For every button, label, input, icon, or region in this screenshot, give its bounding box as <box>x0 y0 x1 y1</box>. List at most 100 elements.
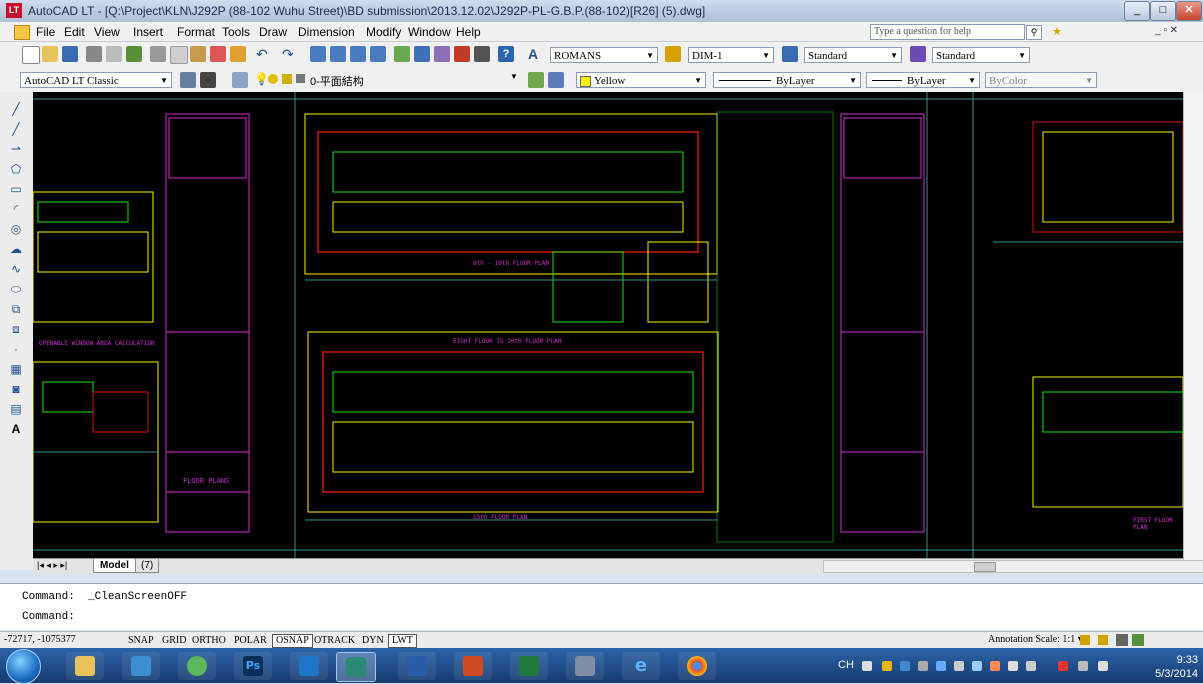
layer-manager-icon[interactable] <box>232 72 248 88</box>
status-grid-toggle[interactable]: GRID <box>162 635 187 646</box>
menu-file[interactable]: File <box>36 25 56 39</box>
region-icon[interactable]: ◙ <box>12 382 20 396</box>
menu-tools[interactable]: Tools <box>222 25 251 39</box>
autocad-app-icon[interactable]: LT <box>6 3 22 18</box>
lineweight-select[interactable]: ByLayer▼ <box>866 72 980 88</box>
hatch-icon[interactable]: ▦ <box>10 362 22 376</box>
layer-freeze-sun-icon[interactable] <box>268 74 278 84</box>
insert-block-icon[interactable]: ⧉ <box>11 302 21 316</box>
status-otrack-toggle[interactable]: OTRACK <box>314 635 356 646</box>
keyboard-icon[interactable] <box>862 661 872 671</box>
document-icon[interactable] <box>14 25 30 40</box>
menu-edit[interactable]: Edit <box>64 25 85 39</box>
make-block-icon[interactable]: ⧈ <box>12 322 20 336</box>
status-ortho-toggle[interactable]: ORTHO <box>192 635 226 646</box>
tray-app-icon[interactable] <box>954 661 964 671</box>
spline-icon[interactable]: ∿ <box>10 262 22 276</box>
layer-select[interactable]: 0-平面結构 <box>310 76 364 88</box>
zoom-realtime-icon[interactable] <box>330 46 346 62</box>
horizontal-scrollbar[interactable] <box>823 560 1203 573</box>
layer-lock-icon[interactable] <box>282 74 292 84</box>
autocad-lt-icon[interactable] <box>336 652 376 682</box>
doc-window-controls[interactable]: _ ▫ ✕ <box>1155 25 1179 36</box>
layer-on-bulb-icon[interactable]: 💡 <box>254 72 269 86</box>
photoshop-icon[interactable]: Ps <box>234 652 272 680</box>
binoculars-icon[interactable]: ⚲ <box>1026 25 1042 40</box>
action-center-flag-icon[interactable] <box>1058 661 1068 671</box>
save-workspace-icon[interactable] <box>200 72 216 88</box>
linetype-select[interactable]: ByLayer▼ <box>713 72 861 88</box>
menu-draw[interactable]: Draw <box>259 25 288 39</box>
redo-icon[interactable]: ↷ <box>282 46 294 62</box>
menu-format[interactable]: Format <box>177 25 216 39</box>
lock-icon[interactable] <box>1116 634 1128 646</box>
tray-app-icon[interactable] <box>918 661 928 671</box>
tab-layout[interactable]: (7) <box>135 559 160 573</box>
layer-dropdown-arrow-icon[interactable]: ▼ <box>510 72 518 81</box>
ie-icon[interactable]: e <box>622 652 660 680</box>
tray-app-icon[interactable] <box>990 661 1000 671</box>
dimension-style-icon[interactable] <box>665 46 681 62</box>
zoom-previous-icon[interactable] <box>370 46 386 62</box>
status-polar-toggle[interactable]: POLAR <box>234 635 267 646</box>
match-properties-icon[interactable] <box>210 46 226 62</box>
open-folder-icon[interactable] <box>42 46 58 62</box>
menu-dimension[interactable]: Dimension <box>298 25 355 39</box>
explorer-icon[interactable] <box>66 652 104 680</box>
tray-app-icon[interactable] <box>972 661 982 671</box>
layer-previous-icon[interactable] <box>548 72 564 88</box>
plot-icon[interactable] <box>86 46 102 62</box>
zoom-window-icon[interactable] <box>350 46 366 62</box>
close-button[interactable]: ✕ <box>1176 1 1202 21</box>
drawing-canvas[interactable]: OPENABLE WINDOW AREA CALCULATION 8th - 1… <box>33 92 1183 558</box>
multileader-style-icon[interactable] <box>910 46 926 62</box>
multiline-text-icon[interactable]: A <box>11 422 21 436</box>
auto-scale-icon[interactable] <box>1098 635 1108 645</box>
table-style-icon[interactable] <box>782 46 798 62</box>
publish-icon[interactable] <box>126 46 142 62</box>
undo-icon[interactable]: ↶ <box>256 46 268 62</box>
layer-plot-icon[interactable] <box>296 74 305 83</box>
tab-model[interactable]: Model <box>93 559 136 573</box>
plot-preview-icon[interactable] <box>106 46 122 62</box>
tray-app-icon[interactable] <box>1008 661 1018 671</box>
clock-time[interactable]: 9:33 <box>1176 654 1198 666</box>
tray-app-icon[interactable] <box>882 661 892 671</box>
tool-palettes-icon[interactable] <box>434 46 450 62</box>
polygon-icon[interactable]: ⬠ <box>10 162 22 176</box>
annotation-visibility-icon[interactable] <box>1080 635 1090 645</box>
show-hidden-icons-icon[interactable] <box>1026 661 1036 671</box>
cut-icon[interactable] <box>150 46 166 62</box>
menu-help[interactable]: Help <box>456 25 481 39</box>
multileader-style-select[interactable]: Standard▼ <box>932 47 1030 63</box>
properties-icon[interactable] <box>394 46 410 62</box>
status-lwt-toggle[interactable]: LWT <box>388 634 417 648</box>
workspace-settings-icon[interactable] <box>180 72 196 88</box>
text-style-select[interactable]: ROMANS▼ <box>550 47 658 63</box>
menu-window[interactable]: Window <box>408 25 451 39</box>
polyline-icon[interactable]: ⇀ <box>10 142 22 156</box>
network-icon[interactable] <box>1078 661 1088 671</box>
circle-icon[interactable]: ◎ <box>10 222 22 236</box>
revision-cloud-icon[interactable]: ☁ <box>10 242 22 256</box>
volume-icon[interactable] <box>1098 661 1108 671</box>
minimize-button[interactable]: _ <box>1124 1 1150 21</box>
new-file-icon[interactable] <box>22 46 40 64</box>
block-editor-icon[interactable] <box>230 46 246 62</box>
plotstyle-select[interactable]: ByColor▼ <box>985 72 1097 88</box>
table-icon[interactable]: ▤ <box>10 402 22 416</box>
command-prompt-input[interactable]: Command: <box>22 611 75 623</box>
rectangle-icon[interactable]: ▭ <box>10 182 22 196</box>
construction-line-icon[interactable]: ╱ <box>12 122 20 136</box>
ellipse-icon[interactable]: ⬭ <box>10 282 22 296</box>
excel-icon[interactable] <box>510 652 548 680</box>
make-current-layer-icon[interactable] <box>528 72 544 88</box>
scrollbar-thumb[interactable] <box>974 562 996 572</box>
start-button[interactable] <box>6 649 41 684</box>
status-snap-toggle[interactable]: SNAP <box>128 635 154 646</box>
pan-icon[interactable] <box>310 46 326 62</box>
tray-settings-icon[interactable] <box>1132 634 1144 646</box>
calculator-tool-icon[interactable] <box>474 46 490 62</box>
text-style-icon[interactable]: A <box>528 46 539 62</box>
tray-app-icon[interactable] <box>900 661 910 671</box>
